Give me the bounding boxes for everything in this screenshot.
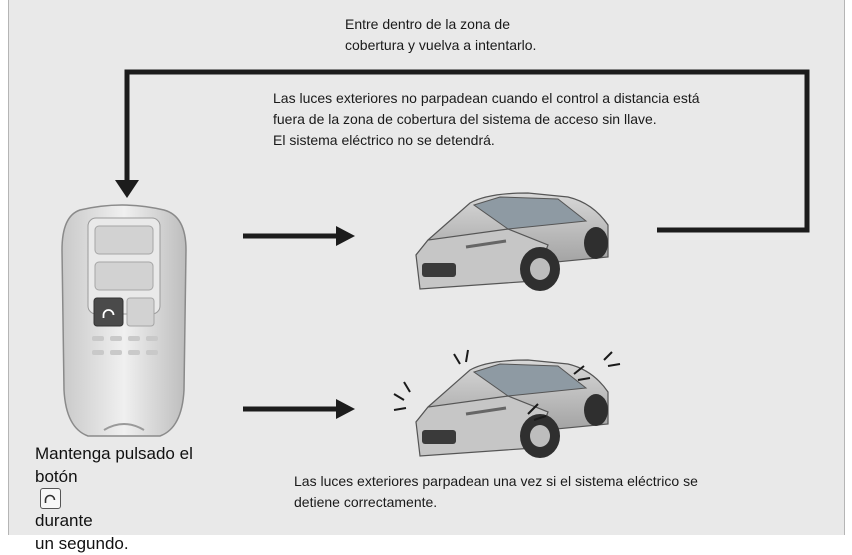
arrow-to-car-top [243,226,355,246]
power-button-icon [40,488,61,509]
power-button-icon [102,309,115,318]
instruction-line-3: un segundo. [35,534,129,553]
arrow-to-car-bottom [243,399,355,419]
success-note-line-1: Las luces exteriores parpadean una vez s… [294,473,698,489]
success-note-line-2: detiene correctamente. [294,494,438,510]
diagram-artwork [61,69,810,458]
instruction-line-2-before: botón [35,467,78,486]
success-note: Las luces exteriores parpadean una vez s… [294,471,698,513]
key-fob [61,204,187,437]
retry-loop-arrow [115,69,810,233]
instruction-line-1: Mantenga pulsado el [35,444,193,463]
out-of-range-note: Las luces exteriores no parpadean cuando… [273,88,700,151]
flash-marks [393,349,621,421]
retry-note-line-2: cobertura y vuelva a intentarlo. [345,37,537,53]
out-of-range-line-3: El sistema eléctrico no se detendrá. [273,132,495,148]
instruction-line-2: botón durante [35,465,250,532]
out-of-range-line-2: fuera de la zona de cobertura del sistem… [273,111,657,127]
out-of-range-line-1: Las luces exteriores no parpadean cuando… [273,90,700,106]
instruction-line-2-after: durante [35,511,93,530]
car-lights-off [415,192,609,291]
retry-note-line-1: Entre dentro de la zona de [345,16,511,32]
retry-note: Entre dentro de la zona de cobertura y v… [345,14,536,56]
car-lights-flashing [393,349,621,458]
press-instruction: Mantenga pulsado el botón durante un segu… [35,442,250,555]
